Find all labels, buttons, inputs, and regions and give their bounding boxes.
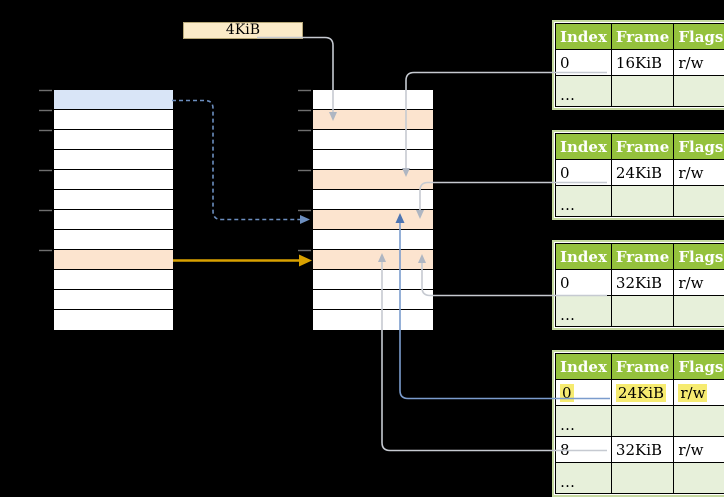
memory-row-white: [54, 190, 173, 210]
table-row-ellipsis: …: [556, 296, 724, 327]
memory-row-white: [54, 110, 173, 130]
table-row-ellipsis: …: [556, 76, 724, 107]
cell-index: …: [556, 186, 612, 217]
cell-frame: [611, 296, 673, 327]
cell-frame: 16KiB: [611, 50, 673, 76]
memory-row-white: [313, 270, 433, 290]
table-row-ellipsis: …: [556, 186, 724, 217]
cell-frame: 24KiB: [611, 160, 673, 186]
memory-row-orange: [313, 170, 433, 190]
virtual-memory-column: [53, 89, 174, 331]
cell-index: 0: [556, 50, 612, 76]
cell-index: 0: [556, 160, 612, 186]
cell-flags: r/w: [674, 380, 724, 406]
cell-flags: [674, 76, 724, 107]
memory-row-white: [54, 130, 173, 150]
column-header-flags: Flags: [674, 354, 724, 380]
cell-index: …: [556, 463, 612, 494]
memory-row-white: [54, 150, 173, 170]
memory-row-white: [54, 230, 173, 250]
column-header-flags: Flags: [674, 244, 724, 270]
cell-index: 0: [556, 270, 612, 296]
cell-index: …: [556, 296, 612, 327]
column-header-index: Index: [556, 134, 612, 160]
column-header-frame: Frame: [611, 354, 673, 380]
memory-row-white: [313, 90, 433, 110]
cell-frame: [611, 463, 673, 494]
table-row-ellipsis: …: [556, 406, 724, 437]
memory-row-white: [313, 130, 433, 150]
memory-row-white: [313, 190, 433, 210]
column-header-frame: Frame: [611, 244, 673, 270]
cell-index: …: [556, 406, 612, 437]
cell-frame: [611, 406, 673, 437]
column-header-flags: Flags: [674, 134, 724, 160]
cell-flags: r/w: [674, 160, 724, 186]
column-header-frame: Frame: [611, 24, 673, 50]
memory-row-white: [54, 210, 173, 230]
memory-row-white: [313, 290, 433, 310]
cell-flags: [674, 296, 724, 327]
cell-index: 0: [556, 380, 612, 406]
virtual-page0-mapping-arrow: [172, 101, 310, 225]
cell-frame: 24KiB: [611, 380, 673, 406]
cell-frame: [611, 76, 673, 107]
cell-index: …: [556, 76, 612, 107]
memory-row-orange: [313, 210, 433, 230]
page-size-label: 4KiB: [183, 22, 303, 39]
memory-row-white: [313, 310, 433, 330]
memory-row-orange: [313, 110, 433, 130]
highlighted-value: 0: [560, 384, 574, 402]
memory-row-orange: [54, 250, 173, 270]
column-header-index: Index: [556, 24, 612, 50]
cell-frame: 32KiB: [611, 437, 673, 463]
cell-frame: 32KiB: [611, 270, 673, 296]
memory-row-blue: [54, 90, 173, 110]
cell-flags: [674, 186, 724, 217]
table-row-ellipsis: …: [556, 463, 724, 494]
cell-flags: r/w: [674, 437, 724, 463]
cell-index: 8: [556, 437, 612, 463]
memory-row-white: [54, 270, 173, 290]
cell-flags: [674, 463, 724, 494]
column-header-index: Index: [556, 244, 612, 270]
highlighted-value: r/w: [678, 384, 707, 402]
memory-row-white: [313, 150, 433, 170]
highlighted-value: 24KiB: [616, 384, 666, 402]
cell-frame: [611, 186, 673, 217]
memory-row-white: [313, 230, 433, 250]
cell-flags: r/w: [674, 50, 724, 76]
cell-flags: [674, 406, 724, 437]
table-row: 0 24KiB r/w: [556, 380, 724, 406]
arrowhead-right-icon: [299, 255, 312, 267]
cell-flags: r/w: [674, 270, 724, 296]
physical-memory-column: [312, 89, 434, 331]
column-header-flags: Flags: [674, 24, 724, 50]
memory-row-white: [54, 290, 173, 310]
virtual-page8-mapping-arrow: [173, 255, 312, 267]
memory-row-white: [54, 170, 173, 190]
memory-row-white: [54, 310, 173, 330]
column-header-frame: Frame: [611, 134, 673, 160]
memory-row-orange: [313, 250, 433, 270]
arrowhead-right-icon: [300, 215, 310, 224]
column-header-index: Index: [556, 354, 612, 380]
